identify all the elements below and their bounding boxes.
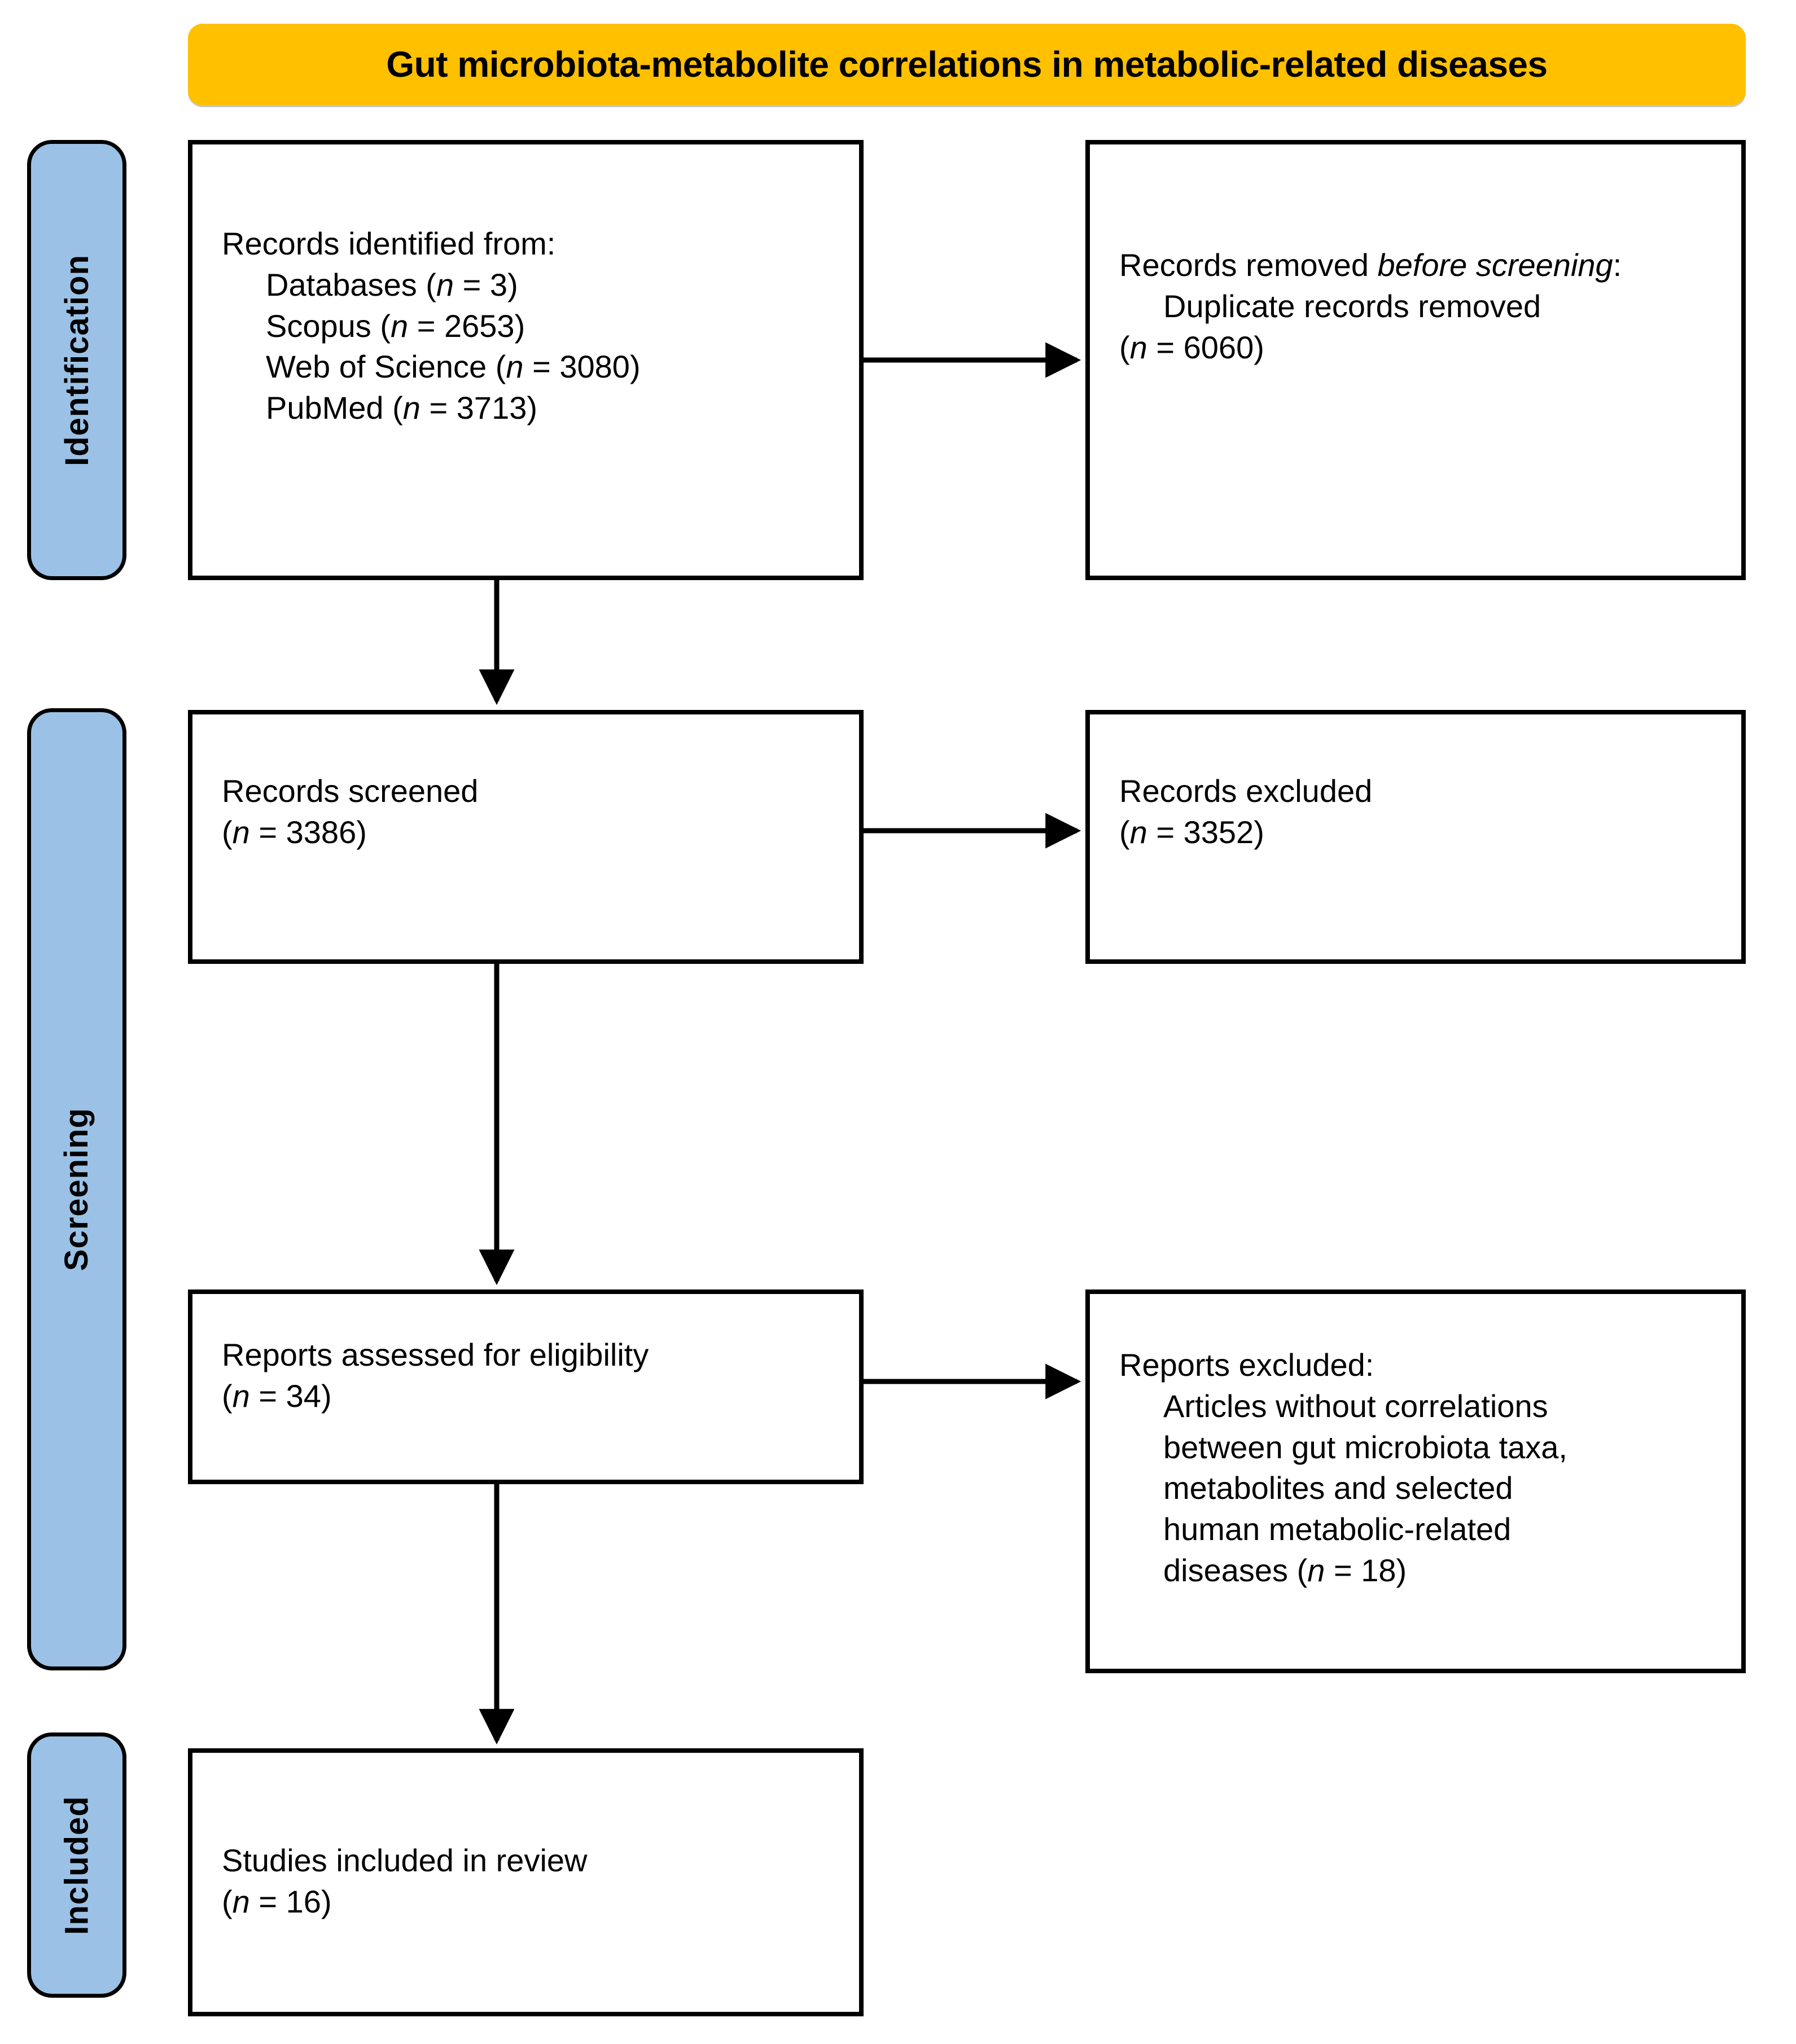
studies-included-count: (n = 16) xyxy=(222,1883,332,1919)
stage-label-identification: Identification xyxy=(58,254,95,466)
box-records-excluded: Records excluded (n = 3352) xyxy=(1085,710,1746,964)
records-identified-heading: Records identified from: xyxy=(222,226,556,261)
page-title: Gut microbiota-metabolite correlations i… xyxy=(386,43,1548,85)
reports-excluded-reason-line-4: human metabolic-related xyxy=(1163,1511,1512,1547)
stage-pill-included: Included xyxy=(27,1732,126,1998)
records-identified-item-pubmed: PubMed (n = 3713) xyxy=(266,390,538,426)
reports-excluded-reason-line-1: Articles without correlations xyxy=(1163,1388,1548,1424)
box-reports-assessed-for-eligibility: Reports assessed for eligibility (n = 34… xyxy=(188,1289,864,1484)
box-records-identified-body: Records identified from: Databases (n = … xyxy=(222,223,842,429)
records-identified-item-web-of-science: Web of Science (n = 3080) xyxy=(266,349,641,385)
stage-pill-identification: Identification xyxy=(27,140,126,580)
reports-excluded-reason-line-5: diseases (n = 18) xyxy=(1163,1552,1407,1588)
stage-label-screening: Screening xyxy=(58,1107,95,1271)
box-reports-excluded-body: Reports excluded: Articles without corre… xyxy=(1119,1345,1724,1591)
box-records-screened-body: Records screened (n = 3386) xyxy=(222,771,842,853)
box-records-screened: Records screened (n = 3386) xyxy=(188,710,864,964)
studies-included-label: Studies included in review xyxy=(222,1843,588,1878)
box-reports-excluded: Reports excluded: Articles without corre… xyxy=(1085,1289,1746,1673)
box-studies-included-body: Studies included in review (n = 16) xyxy=(222,1840,842,1923)
records-identified-item-scopus: Scopus (n = 2653) xyxy=(266,308,525,344)
stage-pill-screening: Screening xyxy=(27,708,126,1670)
diagram-title-banner: Gut microbiota-metabolite correlations i… xyxy=(188,24,1746,106)
reports-excluded-heading: Reports excluded: xyxy=(1119,1347,1374,1383)
records-screened-count: (n = 3386) xyxy=(222,814,367,850)
records-removed-item-count: (n = 6060) xyxy=(1119,329,1264,365)
reports-excluded-reason-line-2: between gut microbiota taxa, xyxy=(1163,1429,1567,1465)
reports-excluded-reason-line-3: metabolites and selected xyxy=(1163,1470,1513,1506)
reports-assessed-label: Reports assessed for eligibility xyxy=(222,1337,649,1372)
records-removed-heading: Records removed before screening: xyxy=(1119,247,1622,283)
stage-label-included: Included xyxy=(58,1795,95,1935)
records-excluded-count: (n = 3352) xyxy=(1119,814,1264,850)
box-records-removed-body: Records removed before screening: Duplic… xyxy=(1119,245,1724,368)
box-records-identified: Records identified from: Databases (n = … xyxy=(188,140,864,580)
records-removed-item-duplicates: Duplicate records removed xyxy=(1163,288,1541,324)
records-identified-item-databases: Databases (n = 3) xyxy=(266,266,518,302)
box-records-removed-before-screening: Records removed before screening: Duplic… xyxy=(1085,140,1746,580)
box-reports-assessed-body: Reports assessed for eligibility (n = 34… xyxy=(222,1335,842,1417)
records-screened-label: Records screened xyxy=(222,773,479,809)
box-records-excluded-body: Records excluded (n = 3352) xyxy=(1119,771,1724,853)
reports-assessed-count: (n = 34) xyxy=(222,1378,332,1414)
box-studies-included-in-review: Studies included in review (n = 16) xyxy=(188,1748,864,2016)
records-excluded-label: Records excluded xyxy=(1119,773,1373,809)
